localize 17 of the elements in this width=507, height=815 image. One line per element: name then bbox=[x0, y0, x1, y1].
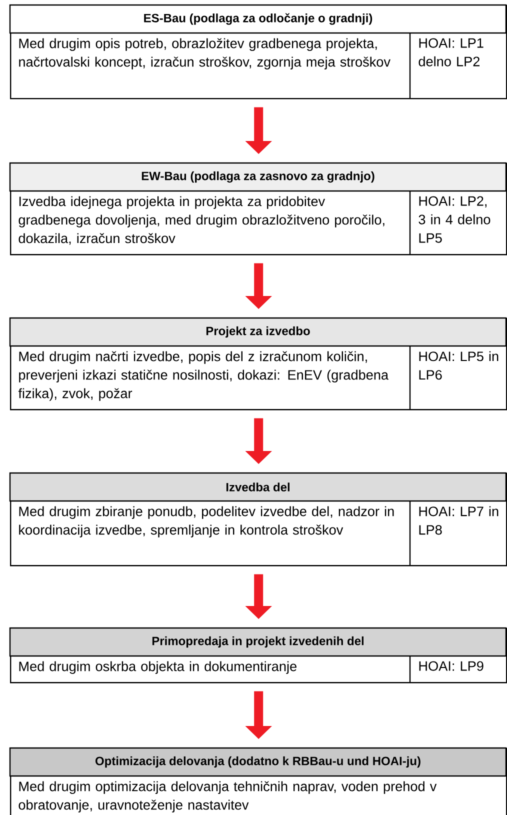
description-cell: Med drugim opis potreb, obrazložitev gradbenega projekta, načrtovalski koncept, izračun stroškov, zgornja meja stroškov bbox=[19, 38, 390, 70]
header-cell: Izvedba del bbox=[9, 472, 507, 502]
description-cell: Med drugim zbiranje ponudb, podelitev izvedbe del, nadzor in koordinacija izvedbe, spremljanje in kontrola stroškov bbox=[19, 506, 394, 538]
header-cell: Primopredaja in projekt izvedenih del bbox=[9, 627, 507, 657]
description-cell: Izvedba idejnega projekta in projekta za pridobitev gradbenega dovoljenja, med drugim obrazložitveno poročilo, dokazila, izračun stroškov bbox=[18, 196, 384, 245]
hoai-cell: HOAI: LP2, 3 in 4 delno LP5 bbox=[409, 191, 490, 254]
hoai-cell: HOAI: LP5 in LP6 bbox=[409, 346, 498, 409]
description-cell: Med drugim optimizacija delovanja tehničnih naprav, voden prehod v obratovanje, uravnoteženje nastavitev bbox=[18, 781, 437, 812]
header-cell: EW-Bau (podlaga za zasnovo za gradnjo) bbox=[9, 162, 507, 192]
description-cell: Med drugim oskrba objekta in dokumentiranje bbox=[19, 661, 296, 674]
header-cell: ES-Bau (podlaga za odločanje o gradnji) bbox=[9, 4, 507, 34]
description-cell: Med drugim načrti izvedbe, popis del z izračunom količin, preverjeni izkazi statične nosilnosti, dokazi: EnEV (gradbena fizika), zvok, požar bbox=[18, 351, 389, 401]
hoai-cell: HOAI: LP7 in LP8 bbox=[409, 501, 498, 565]
header-cell: Projekt za izvedbo bbox=[9, 317, 507, 347]
header-cell: Optimizacija delovanja (dodatno k RBBau-u und HOAI-ju) bbox=[9, 747, 507, 777]
hoai-cell: HOAI: LP9 bbox=[409, 656, 484, 682]
hoai-cell: HOAI: LP1 delno LP2 bbox=[409, 33, 484, 98]
